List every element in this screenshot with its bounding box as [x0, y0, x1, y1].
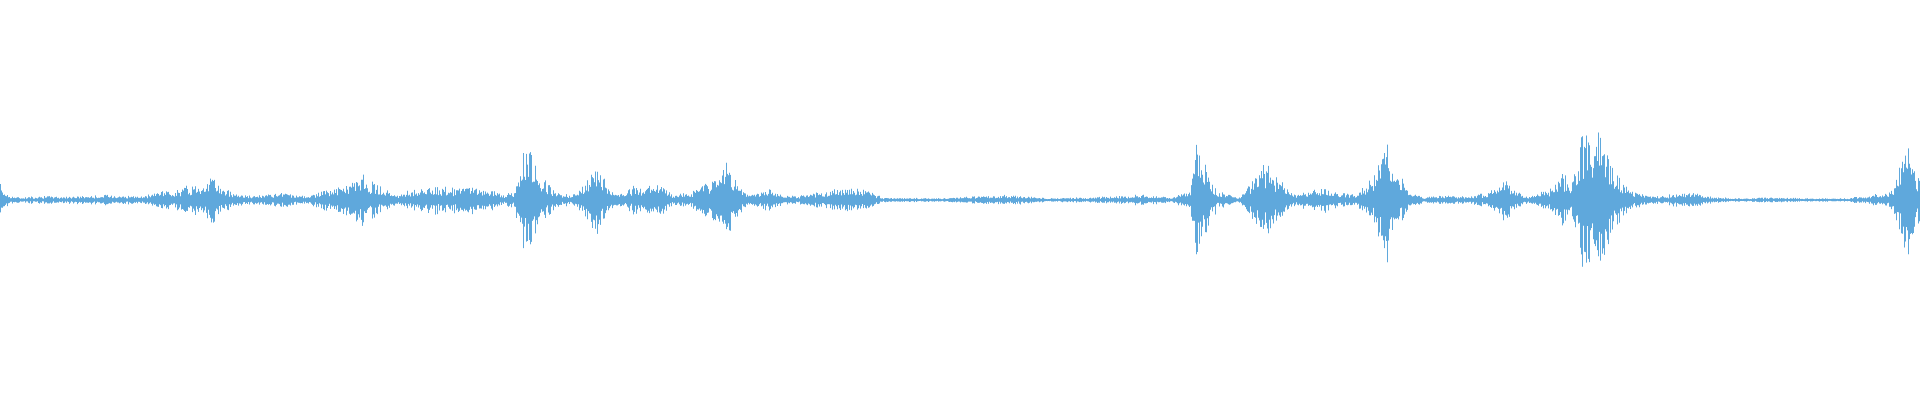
waveform-bars — [0, 132, 1920, 267]
